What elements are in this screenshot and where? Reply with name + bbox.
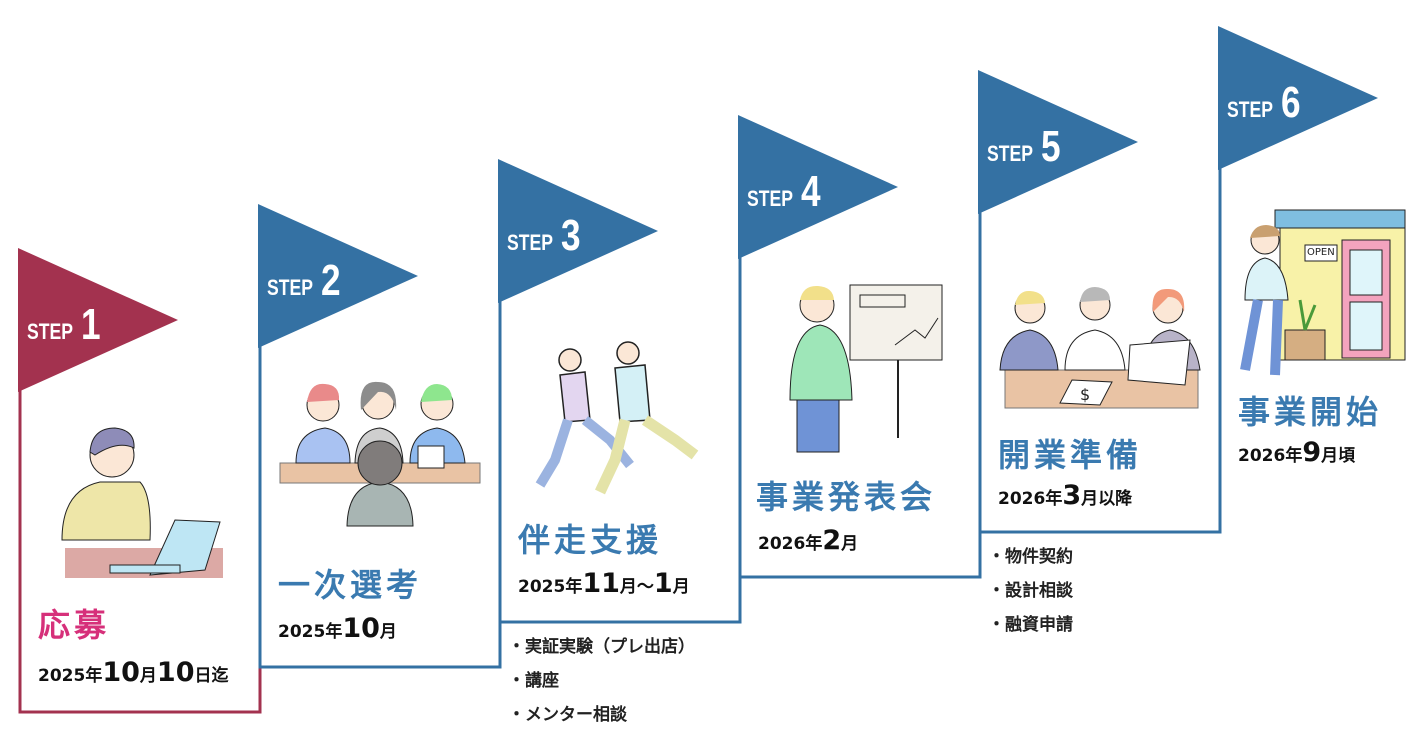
- step-number: 6: [1280, 78, 1301, 127]
- step-number: 2: [320, 256, 341, 305]
- step4-title: 事業発表会: [756, 478, 937, 516]
- date-part: 月頃: [1321, 446, 1356, 466]
- bullet-item: 設計相談: [988, 574, 1073, 608]
- step5-title: 開業準備: [998, 436, 1143, 474]
- step-number: 5: [1040, 122, 1061, 171]
- step2-flag: [258, 204, 418, 348]
- step4-flag-label: STEP 4: [747, 167, 821, 217]
- date-part: 2025年: [38, 666, 103, 686]
- step-label: STEP: [747, 186, 793, 211]
- shop-open-illustration: [1240, 209, 1406, 376]
- date-part: 2026年: [998, 489, 1063, 509]
- step6-flag-label: STEP 6: [1227, 78, 1301, 128]
- date-part: 日迄: [194, 666, 229, 686]
- step1-box: [18, 390, 262, 714]
- step2-date: 2025年10月: [278, 613, 397, 644]
- step-number: 1: [80, 300, 101, 349]
- step3-flag: [498, 159, 658, 303]
- step-label: STEP: [507, 230, 553, 255]
- step1-title: 応募: [38, 606, 111, 644]
- svg-text:$: $: [1080, 385, 1090, 404]
- step1-flag-label: STEP 1: [27, 300, 101, 350]
- date-part: 1: [653, 568, 673, 599]
- date-part: 3: [1062, 480, 1082, 511]
- step-label: STEP: [987, 141, 1033, 166]
- presenter-illustration: [789, 284, 943, 453]
- date-part: 2025年: [278, 622, 343, 642]
- person-laptop-illustration: [61, 427, 223, 578]
- step5-flag-label: STEP 5: [987, 122, 1061, 172]
- bullet-item: 融資申請: [988, 608, 1073, 642]
- date-part: 2026年: [1238, 446, 1303, 466]
- date-part: 月: [379, 622, 397, 642]
- step6-title: 事業開始: [1238, 393, 1383, 431]
- runners-illustration: [535, 341, 699, 495]
- interview-panel-illustration: [279, 381, 481, 527]
- date-part: 10: [342, 613, 380, 644]
- step1-flag: [18, 248, 178, 392]
- date-part: 10: [156, 657, 195, 688]
- step5-box: [978, 168, 1222, 534]
- step4-flag: [738, 115, 898, 259]
- step2-title: 一次選考: [278, 566, 423, 604]
- step3-box: [498, 300, 742, 624]
- date-part: 10: [102, 657, 140, 688]
- step5-date: 2026年3月以降: [998, 480, 1132, 511]
- step3-bullets: 実証実験（プレ出店） 講座 メンター相談: [508, 630, 695, 732]
- date-part: 月以降: [1081, 489, 1133, 509]
- bullet-item: 物件契約: [988, 540, 1073, 574]
- date-part: 11: [582, 568, 620, 599]
- bullet-item: 講座: [508, 664, 695, 698]
- date-part: 9: [1302, 437, 1322, 468]
- step6-date: 2026年9月頃: [1238, 437, 1355, 468]
- bullet-item: 実証実験（プレ出店）: [508, 630, 695, 664]
- date-part: 2025年: [518, 577, 583, 597]
- step5-bullets: 物件契約 設計相談 融資申請: [988, 540, 1073, 642]
- date-part: 月: [841, 534, 859, 554]
- step3-title: 伴走支援: [518, 521, 663, 559]
- date-part: 月: [672, 577, 690, 597]
- step5-flag: [978, 70, 1138, 214]
- step-label: STEP: [27, 319, 73, 344]
- open-sign-text: OPEN: [1307, 247, 1335, 258]
- step4-box: [738, 255, 982, 579]
- date-part: 月: [139, 666, 157, 686]
- step3-flag-label: STEP 3: [507, 211, 581, 261]
- step-number: 3: [560, 211, 581, 260]
- date-part: 月～: [619, 577, 654, 597]
- date-part: 2026年: [758, 534, 823, 554]
- step6-flag: [1218, 26, 1378, 170]
- step-number: 4: [800, 167, 821, 216]
- step3-date: 2025年11月～1月: [518, 568, 690, 599]
- date-part: 2: [822, 525, 842, 556]
- bullet-item: メンター相談: [508, 698, 695, 732]
- step-label: STEP: [267, 275, 313, 300]
- step1-date: 2025年10月10日迄: [38, 657, 228, 688]
- step-label: STEP: [1227, 97, 1273, 122]
- meeting-illustration: $: [999, 287, 1201, 409]
- step2-flag-label: STEP 2: [267, 256, 341, 306]
- step2-box: [258, 345, 502, 669]
- step4-date: 2026年2月: [758, 525, 858, 556]
